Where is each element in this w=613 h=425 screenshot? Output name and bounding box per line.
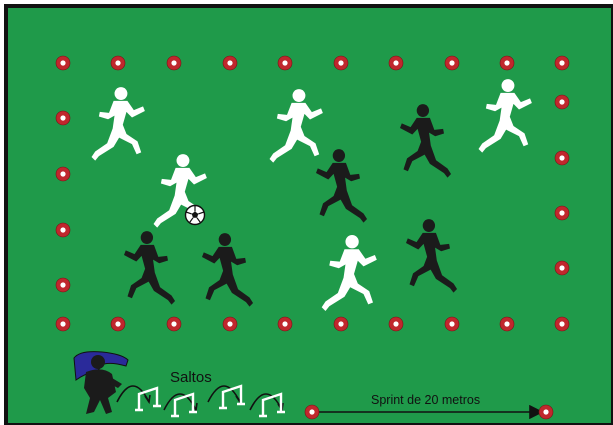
marker-cone-icon (56, 167, 70, 181)
marker-cone-icon (445, 317, 459, 331)
marker-cone-icon (111, 317, 125, 331)
marker-cone-icon (111, 56, 125, 70)
marker-cone-icon (56, 278, 70, 292)
marker-cone-icon (334, 56, 348, 70)
sprint-end-cone (539, 405, 553, 419)
soccer-ball-icon (186, 206, 205, 225)
marker-cone-icon (223, 317, 237, 331)
marker-cone-icon (334, 317, 348, 331)
marker-cone-icon (56, 56, 70, 70)
marker-cone-icon (167, 317, 181, 331)
marker-cone-icon (555, 261, 569, 275)
marker-cone-icon (555, 151, 569, 165)
sprint-start-cone (305, 405, 319, 419)
marker-cone-icon (500, 317, 514, 331)
marker-cone-icon (223, 56, 237, 70)
marker-cone-icon (278, 56, 292, 70)
marker-cone-icon (389, 317, 403, 331)
marker-cone-icon (445, 56, 459, 70)
marker-cone-icon (167, 56, 181, 70)
marker-cone-icon (56, 317, 70, 331)
marker-cone-icon (555, 56, 569, 70)
marker-cone-icon (278, 317, 292, 331)
marker-cone-icon (500, 56, 514, 70)
marker-cone-icon (389, 56, 403, 70)
saltos-label: Saltos (170, 369, 212, 386)
marker-cone-icon (56, 223, 70, 237)
marker-cone-icon (555, 206, 569, 220)
marker-cone-icon (555, 317, 569, 331)
sprint-label: Sprint de 20 metros (371, 393, 480, 407)
marker-cone-icon (555, 95, 569, 109)
marker-cone-icon (56, 111, 70, 125)
